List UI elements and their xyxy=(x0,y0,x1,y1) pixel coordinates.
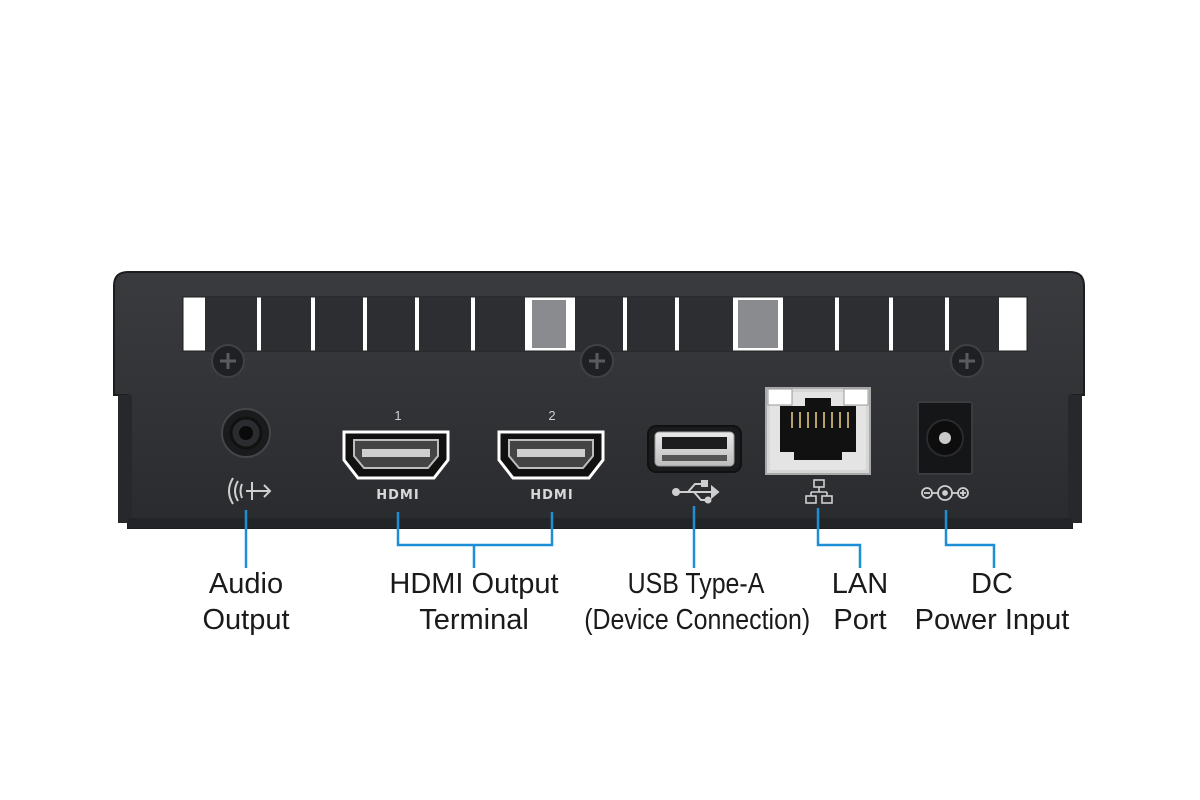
network-icon xyxy=(805,479,833,504)
audio-output-icon xyxy=(228,477,272,505)
dc-jack[interactable] xyxy=(917,401,973,475)
callout-audio-line1: Audio xyxy=(208,568,284,600)
dc-polarity-icon xyxy=(921,485,969,501)
screw-icon xyxy=(580,344,614,378)
callout-hdmi-line2: Terminal xyxy=(419,604,529,636)
callout-label-usb: USB Type-A (Device Connection) xyxy=(584,566,811,638)
callout-lan-line2: Port xyxy=(833,604,887,636)
callout-label-dc: DC Power Input xyxy=(902,566,1082,638)
lan-port[interactable] xyxy=(765,387,871,475)
callout-lines xyxy=(244,506,996,568)
callout-label-lan: LAN Port xyxy=(815,566,905,638)
callout-audio-line2: Output xyxy=(202,604,290,636)
callout-hdmi-line1: HDMI Output xyxy=(389,568,559,600)
callout-dc-line2: Power Input xyxy=(914,604,1070,636)
hdmi-logo: HDMI xyxy=(530,488,573,503)
callout-usb-line2: (Device Connection) xyxy=(584,604,811,636)
callout-label-audio: Audio Output xyxy=(166,566,326,638)
hdmi-port-2[interactable] xyxy=(497,430,605,480)
vent-grille xyxy=(182,296,1028,352)
audio-jack[interactable] xyxy=(221,408,271,458)
callout-usb-line1: USB Type-A xyxy=(627,568,765,600)
hdmi-logo: HDMI xyxy=(376,488,419,503)
usb-port[interactable] xyxy=(647,425,742,473)
usb-icon xyxy=(672,480,720,504)
hdmi-1-number: 1 xyxy=(394,408,401,423)
callout-line-hdmi xyxy=(396,512,554,568)
callout-label-hdmi: HDMI Output Terminal xyxy=(354,566,594,638)
callout-lan-line1: LAN xyxy=(831,568,889,600)
screw-icon xyxy=(950,344,984,378)
callout-line-dc xyxy=(944,510,996,568)
hdmi-port-1[interactable] xyxy=(342,430,450,480)
callout-dc-line1: DC xyxy=(971,568,1013,600)
callout-line-lan xyxy=(816,508,862,568)
screw-icon xyxy=(211,344,245,378)
hdmi-2-number: 2 xyxy=(548,408,555,423)
